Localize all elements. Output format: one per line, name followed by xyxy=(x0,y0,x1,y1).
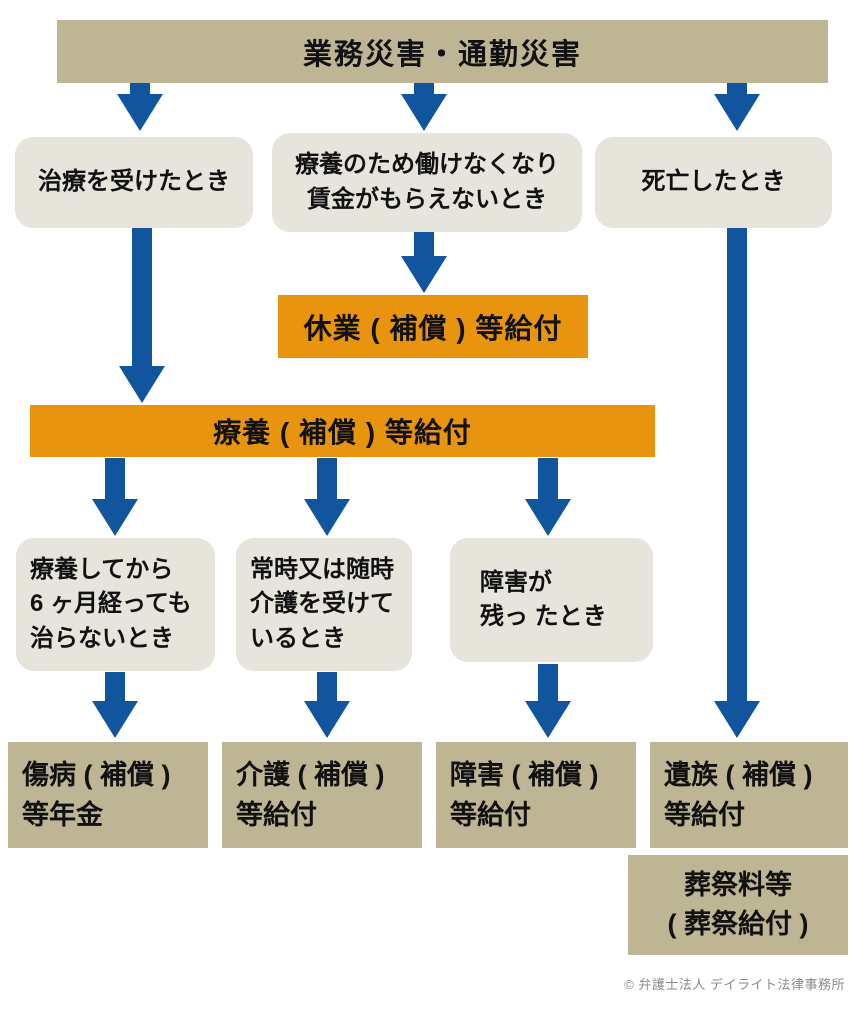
benefit-kaigo-line1: 介護 ( 補償 ) xyxy=(236,759,385,790)
arrow-head-icon xyxy=(714,701,760,738)
condition-treatment-label: 治療を受けたとき xyxy=(38,168,230,196)
header-title: 業務災害・通勤災害 xyxy=(302,38,582,71)
benefit-kaigo-line2: 等給付 xyxy=(236,800,317,830)
arrow-header-to-death xyxy=(714,83,760,131)
condition-long-recovery-line1: 療養してから xyxy=(30,556,174,584)
arrow-shaft xyxy=(317,672,337,701)
arrow-shaft xyxy=(538,664,558,701)
arrow-head-icon xyxy=(714,94,760,131)
condition-unable-work-box: 療養のため働けなくなり 賃金がもらえないとき xyxy=(272,133,582,232)
benefit-sosai-box: 葬祭料等 ( 葬祭給付 ) xyxy=(628,855,848,955)
condition-nursing-care-line2: 介護を受けて xyxy=(250,590,394,618)
benefit-sosai-line1: 葬祭料等 xyxy=(684,869,792,900)
arrow-head-icon xyxy=(304,701,350,738)
benefit-shobyo-box: 傷病 ( 補償 ) 等年金 xyxy=(8,742,208,848)
arrow-shaft xyxy=(727,228,747,701)
condition-long-recovery-line3: 治らないとき xyxy=(30,624,174,652)
benefit-kaigo-box: 介護 ( 補償 ) 等給付 xyxy=(222,742,422,848)
arrow-shaft xyxy=(727,83,747,94)
arrow-head-icon xyxy=(401,256,447,293)
arrow-head-icon xyxy=(119,366,165,403)
condition-disability-line1: 障害が xyxy=(480,568,552,596)
arrow-shaft xyxy=(538,458,558,499)
arrow-head-icon xyxy=(304,499,350,536)
arrow-head-icon xyxy=(92,701,138,738)
condition-long-recovery-box: 療養してから 6 ヶ月経っても 治らないとき xyxy=(16,538,215,671)
copyright-notice: © 弁護士法人 デイライト法律事務所 xyxy=(624,977,845,992)
benefit-ryoyo-label: 療養 ( 補償 ) 等給付 xyxy=(213,417,472,448)
arrow-shaft xyxy=(105,672,125,701)
benefit-izoku-box: 遺族 ( 補償 ) 等給付 xyxy=(650,742,848,848)
arrow-head-icon xyxy=(92,499,138,536)
condition-nursing-care-line1: 常時又は随時 xyxy=(250,556,394,584)
arrow-death-to-izoku xyxy=(714,228,760,738)
condition-death-box: 死亡したとき xyxy=(595,137,832,228)
benefit-shogai-box: 障害 ( 補償 ) 等給付 xyxy=(436,742,636,848)
benefit-shogai-line1: 障害 ( 補償 ) xyxy=(450,759,599,790)
condition-unable-work-line1: 療養のため働けなくなり xyxy=(295,151,559,179)
arrow-disability-to-shogai xyxy=(525,664,571,738)
arrow-head-icon xyxy=(117,94,163,131)
condition-nursing-care-line3: いるとき xyxy=(250,624,346,652)
condition-treatment-box: 治療を受けたとき xyxy=(15,137,253,228)
benefit-shobyo-line1: 傷病 ( 補償 ) xyxy=(22,759,171,790)
condition-disability-line2: 残っ たとき xyxy=(480,603,607,630)
arrow-unable-work-to-kyugyo xyxy=(401,232,447,293)
arrow-ryoyo-to-disability xyxy=(525,458,571,536)
benefit-izoku-line2: 等給付 xyxy=(664,800,745,830)
arrow-treatment-to-ryoyo xyxy=(119,228,165,403)
arrow-head-icon xyxy=(525,701,571,738)
arrow-shaft xyxy=(130,83,150,94)
benefit-izoku-line1: 遺族 ( 補償 ) xyxy=(664,759,813,790)
arrow-ryoyo-to-nursing-care xyxy=(304,458,350,536)
condition-death-label: 死亡したとき xyxy=(641,168,786,196)
arrow-header-to-treatment xyxy=(117,83,163,131)
arrow-head-icon xyxy=(525,499,571,536)
arrow-ryoyo-to-long-recovery xyxy=(92,458,138,536)
arrow-shaft xyxy=(105,458,125,499)
arrow-shaft xyxy=(132,228,152,366)
arrow-header-to-unable-work xyxy=(401,83,447,131)
arrow-head-icon xyxy=(401,94,447,131)
condition-unable-work-line2: 賃金がもらえないとき xyxy=(307,185,547,213)
condition-disability-box: 障害が 残っ たとき xyxy=(450,538,653,662)
benefit-shogai-line2: 等給付 xyxy=(450,800,531,830)
arrow-shaft xyxy=(317,458,337,499)
condition-nursing-care-box: 常時又は随時 介護を受けて いるとき xyxy=(236,538,412,671)
benefit-kyugyo-label: 休業 ( 補償 ) 等給付 xyxy=(303,312,563,344)
benefit-ryoyo-box: 療養 ( 補償 ) 等給付 xyxy=(30,405,655,457)
arrow-shaft xyxy=(414,232,434,256)
arrow-shaft xyxy=(414,83,434,94)
benefit-kyugyo-box: 休業 ( 補償 ) 等給付 xyxy=(278,295,588,358)
header-accident-types: 業務災害・通勤災害 xyxy=(57,20,828,83)
benefit-sosai-line2: ( 葬祭給付 ) xyxy=(667,909,809,939)
arrow-long-recovery-to-shobyo xyxy=(92,672,138,738)
arrow-nursing-care-to-kaigo xyxy=(304,672,350,738)
benefit-shobyo-line2: 等年金 xyxy=(22,800,103,830)
condition-long-recovery-line2: 6 ヶ月経っても xyxy=(30,590,192,618)
